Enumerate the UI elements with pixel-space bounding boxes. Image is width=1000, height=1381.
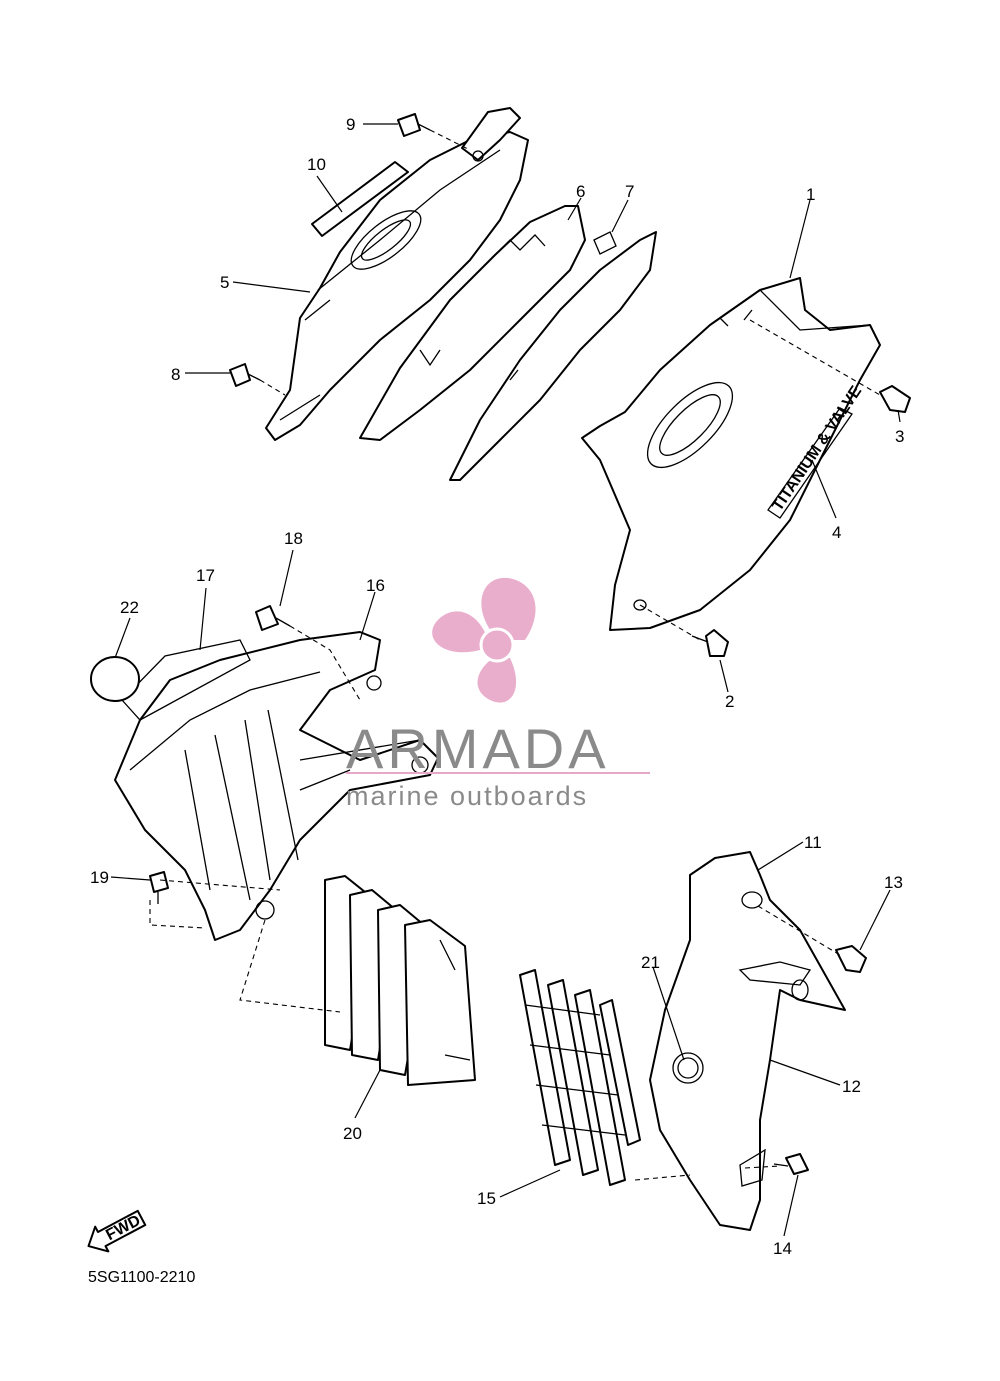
- callout-18: 18: [284, 529, 303, 548]
- part-10-strip: [311, 161, 409, 237]
- part-22-disc: [90, 656, 140, 702]
- callout-7: 7: [625, 182, 634, 201]
- part-7-panel: [449, 231, 657, 481]
- bolt-13: [835, 945, 867, 973]
- part-9-tab: [461, 107, 521, 162]
- fwd-label: FWD: [103, 1212, 143, 1244]
- callout-20: 20: [343, 1124, 362, 1143]
- bolt-9: [397, 113, 431, 137]
- callout-16: 16: [366, 576, 385, 595]
- callouts: 1 2 3 4 5 6 7 8 9 10 11 12 13 14 15 16 1…: [90, 115, 904, 1258]
- part-15-grille: [519, 969, 641, 1186]
- bolt-8: [229, 363, 261, 387]
- bolt-18: [255, 605, 291, 631]
- callout-11: 11: [804, 833, 822, 852]
- assembly-lines: [149, 129, 881, 1181]
- leader-lines: [110, 123, 901, 1237]
- callout-2: 2: [725, 692, 734, 711]
- watermark-logo-icon: [432, 577, 536, 703]
- part-11-shroud: [649, 851, 846, 1231]
- part-20-louver: [324, 875, 476, 1086]
- part-17-shroud: [114, 631, 439, 941]
- watermark-brand: ARMADA: [346, 717, 610, 780]
- callout-4: 4: [832, 523, 841, 542]
- bolt-3: [879, 385, 911, 413]
- callout-10: 10: [307, 155, 326, 174]
- callout-9: 9: [346, 115, 355, 134]
- callout-21: 21: [641, 953, 660, 972]
- part-6-panel: [359, 205, 586, 441]
- callout-15: 15: [477, 1189, 496, 1208]
- callout-13: 13: [884, 873, 903, 892]
- bolt-14: [773, 1153, 809, 1175]
- callout-6: 6: [576, 182, 585, 201]
- callout-5: 5: [220, 273, 229, 292]
- callout-17: 17: [196, 566, 215, 585]
- fwd-arrow: FWD: [87, 1209, 147, 1253]
- callout-19: 19: [90, 868, 109, 887]
- part-5-side-cover: [265, 131, 529, 441]
- callout-14: 14: [773, 1239, 792, 1258]
- bolt-19: [149, 871, 169, 904]
- callout-3: 3: [895, 427, 904, 446]
- callout-8: 8: [171, 365, 180, 384]
- part-code: 5SG1100-2210: [88, 1269, 195, 1286]
- bolt-2: [691, 629, 729, 657]
- part-1-side-cover: [581, 277, 881, 631]
- callout-1: 1: [806, 185, 815, 204]
- callout-22: 22: [120, 598, 139, 617]
- callout-12: 12: [842, 1077, 861, 1096]
- watermark-tagline: marine outboards: [346, 781, 588, 811]
